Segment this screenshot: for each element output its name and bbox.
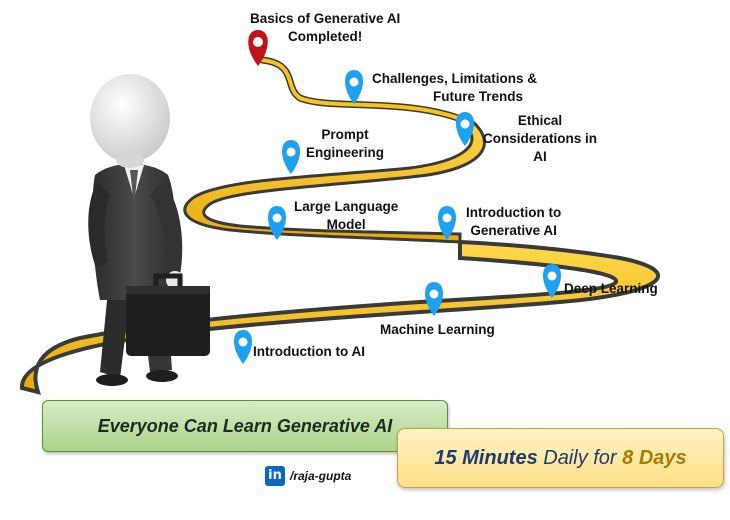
label-completed: Basics of Generative AI Completed! [250, 11, 401, 44]
everyone-can-learn-banner: Everyone Can Learn Generative AI [42, 400, 448, 452]
intro-ai-pin-icon [233, 330, 253, 364]
businessman-figure [88, 74, 210, 386]
label-llm: Large Language Model [294, 199, 399, 232]
prompt-pin-icon [281, 140, 301, 174]
daily-schedule-banner: 15 Minutes Daily for 8 Days [397, 428, 724, 488]
machine-learning-pin-icon [424, 282, 444, 316]
label-intro-genai: Introduction to Generative AI [466, 205, 562, 238]
daily-for-text: Daily for [537, 446, 623, 469]
label-deep-learning: Deep Learning [564, 281, 658, 296]
linkedin-handle[interactable]: /raja-gupta [290, 469, 352, 483]
label-ethical: Ethical Considerations in AI [483, 113, 598, 164]
linkedin-icon: in [265, 466, 285, 486]
intro-genai-pin-icon [437, 206, 457, 240]
label-machine-learning: Machine Learning [380, 322, 495, 337]
minutes-text: 15 Minutes [434, 446, 538, 469]
challenges-pin-icon [344, 70, 364, 104]
everyone-can-learn-text: Everyone Can Learn Generative AI [97, 415, 393, 436]
days-text: 8 Days [622, 446, 687, 469]
llm-pin-icon [267, 206, 287, 240]
ethical-pin-icon [455, 112, 475, 146]
label-prompt: Prompt Engineering [306, 127, 385, 160]
label-challenges: Challenges, Limitations & Future Trends [372, 71, 538, 104]
completed-pin-icon [248, 30, 268, 66]
deep-learning-pin-icon [542, 264, 562, 298]
linkedin-credit[interactable]: in /raja-gupta [265, 466, 351, 486]
label-intro-ai: Introduction to AI [253, 344, 365, 359]
